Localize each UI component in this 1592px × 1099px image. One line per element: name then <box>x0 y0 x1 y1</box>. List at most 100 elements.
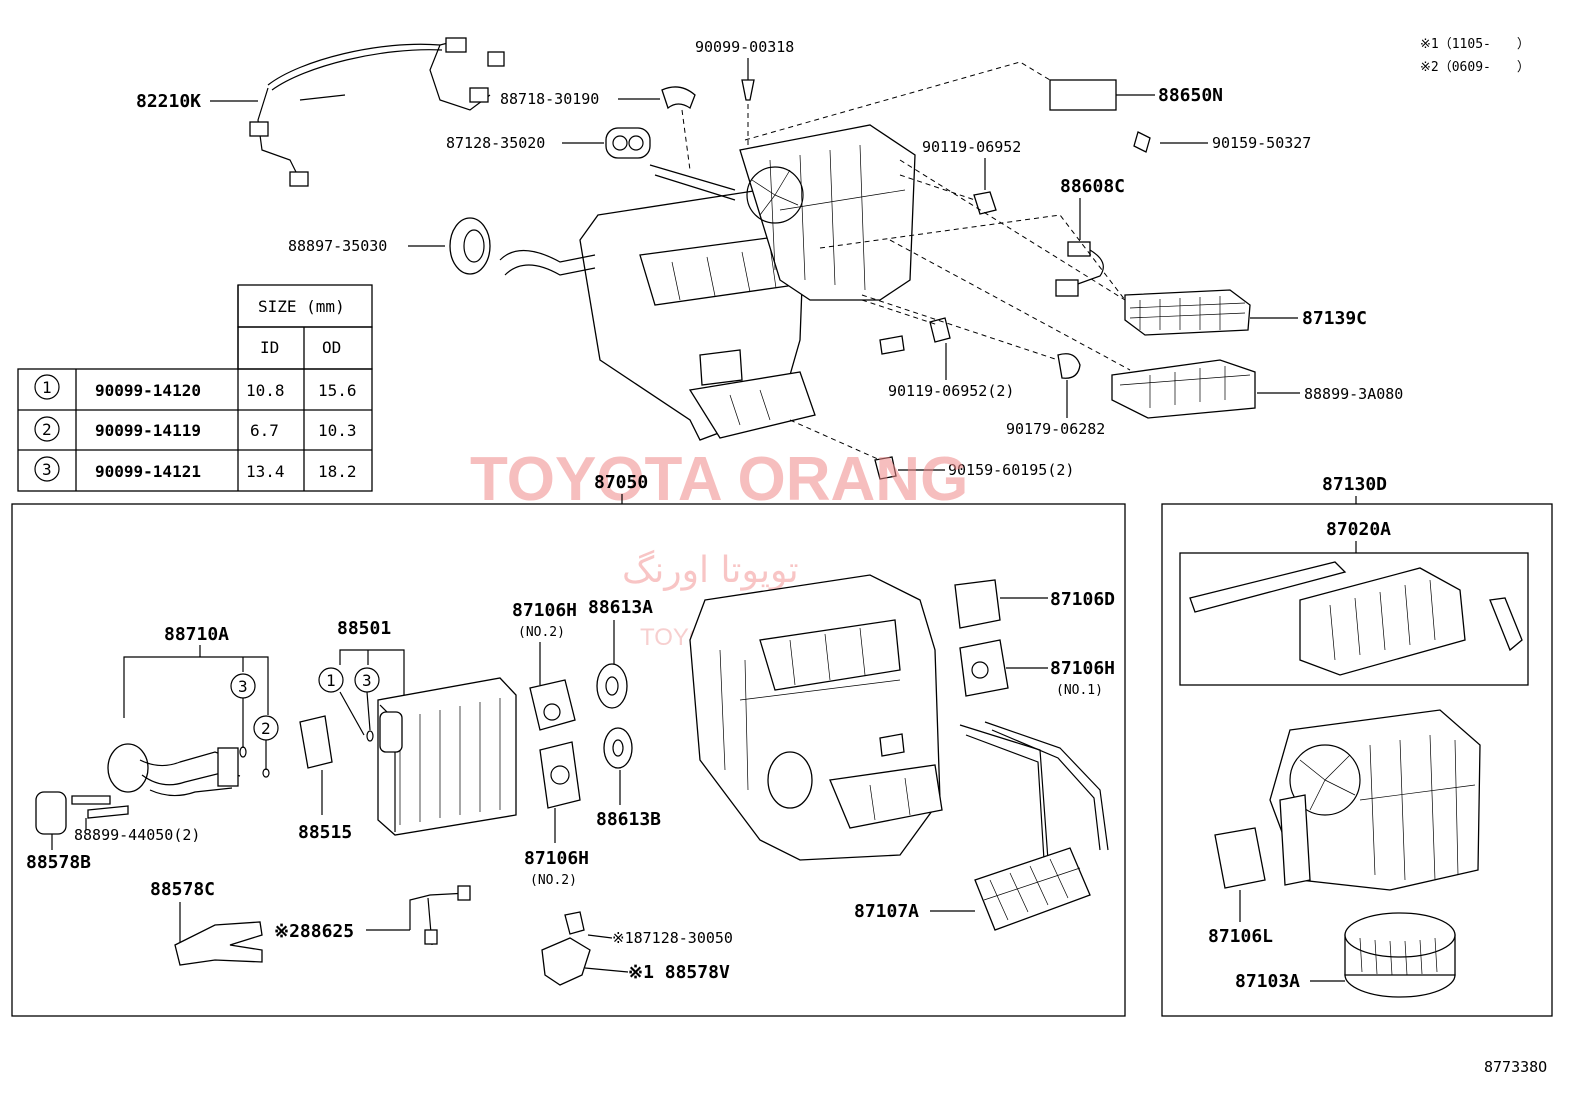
blower-motor-drawing <box>1344 912 1456 998</box>
blower-group-box <box>1161 503 1553 1017</box>
pipe-drawing <box>107 743 241 797</box>
wire-harness-drawing <box>249 37 505 187</box>
part-label-88899-3A080[interactable]: 88899-3A080 <box>1304 385 1403 403</box>
part-label-88608C[interactable]: 88608C <box>1060 176 1125 197</box>
watermark-brand: TOYOTA ORANG <box>470 445 968 514</box>
part-label-90159-60195-2[interactable]: 90159-60195(2) <box>948 461 1074 479</box>
pad-icon <box>541 937 591 986</box>
amplifier-icon <box>1049 79 1117 111</box>
part-label-90119-06952[interactable]: 90119-06952 <box>922 138 1021 156</box>
hvac-case-drawing <box>689 574 943 861</box>
part-label-88718-30190[interactable]: 88718-30190 <box>500 90 599 108</box>
screw-icon-3 <box>874 456 897 480</box>
part-label-90179-06282[interactable]: 90179-06282 <box>1006 420 1105 438</box>
part-label-88578V[interactable]: ※1 88578V <box>628 962 730 983</box>
hvac-unit-drawing <box>499 124 916 441</box>
part-label-87107A[interactable]: 87107A <box>854 901 919 922</box>
bracket-icon <box>409 892 469 946</box>
clamp-icon <box>174 921 263 966</box>
table-row-od: 15.6 <box>318 381 357 400</box>
callout-mark: 2 <box>261 719 271 738</box>
seal-strip-icon <box>1189 561 1347 613</box>
part-label-88625[interactable]: ※288625 <box>274 921 354 942</box>
callout-mark: 1 <box>326 671 336 690</box>
actuator-icon-5 <box>959 639 1009 697</box>
watermark-farsi: تویوتا اورنگ <box>622 549 799 591</box>
table-row-part[interactable]: 90099-14120 <box>95 381 201 400</box>
valve-icon <box>299 715 333 769</box>
part-label-87106H-top-sub: (NO.2) <box>518 625 565 640</box>
table-row-id: 6.7 <box>250 421 279 440</box>
table-row-id: 13.4 <box>246 462 285 481</box>
table-row-part[interactable]: 90099-14119 <box>95 421 201 440</box>
diagram-id: 877338O <box>1484 1058 1547 1076</box>
note-1: ※1（1105- ） <box>1420 37 1530 52</box>
bolt-icon-2 <box>929 317 951 343</box>
part-label-88899-44050-2[interactable]: 88899-44050(2) <box>74 826 200 844</box>
cap-icon <box>35 791 67 835</box>
part-label-88578B[interactable]: 88578B <box>26 852 91 873</box>
bolt-icon-4 <box>87 805 129 819</box>
sensor-icon <box>1067 241 1091 257</box>
part-label-88613B[interactable]: 88613B <box>596 809 661 830</box>
part-label-90099-00318[interactable]: 90099-00318 <box>695 38 794 56</box>
heater-core-drawing <box>959 721 1109 931</box>
actuator-icon-4 <box>954 579 1001 629</box>
nut-icon <box>564 911 585 935</box>
actuator-icon-3 <box>539 741 581 809</box>
part-label-87106H-top[interactable]: 87106H <box>512 600 577 621</box>
part-label-88613A[interactable]: 88613A <box>588 597 653 618</box>
part-label-87103A[interactable]: 87103A <box>1235 971 1300 992</box>
part-label-88650N[interactable]: 88650N <box>1158 85 1223 106</box>
blower-unit-drawing <box>1269 709 1481 891</box>
part-label-90159-50327[interactable]: 90159-50327 <box>1212 134 1311 152</box>
part-label-90119-06952-2[interactable]: 90119-06952(2) <box>888 382 1014 400</box>
part-label-88515[interactable]: 88515 <box>298 822 352 843</box>
cabin-filter-drawing <box>1124 289 1251 336</box>
seal-icon <box>449 217 491 275</box>
table-row-mark: 2 <box>42 420 52 439</box>
blower-case-drawing <box>1299 567 1466 676</box>
part-label-87106H-right-sub: (NO.1) <box>1056 683 1103 698</box>
table-row-id: 10.8 <box>246 381 285 400</box>
damper-icon <box>1057 353 1081 379</box>
callout-mark: 3 <box>238 677 248 696</box>
part-label-88578C[interactable]: 88578C <box>150 879 215 900</box>
main-assembly-box <box>11 503 1126 1017</box>
table-row-mark: 3 <box>42 460 52 479</box>
evaporator-drawing <box>377 677 517 836</box>
part-label-88501[interactable]: 88501 <box>337 618 391 639</box>
part-label-87128-30050[interactable]: ※187128-30050 <box>612 929 733 947</box>
part-label-88710A[interactable]: 88710A <box>164 624 229 645</box>
part-label-87139C[interactable]: 87139C <box>1302 308 1367 329</box>
connector-icon <box>1055 279 1079 297</box>
clip-icon <box>661 86 696 110</box>
actuator-icon <box>1214 827 1266 889</box>
part-label-87020A[interactable]: 87020A <box>1326 519 1391 540</box>
part-label-87106L[interactable]: 87106L <box>1208 926 1273 947</box>
table-row-part[interactable]: 90099-14121 <box>95 462 201 481</box>
filter-case-drawing <box>1111 359 1256 419</box>
screw-icon <box>741 79 755 101</box>
actuator-icon-2 <box>529 679 576 731</box>
part-label-87128-35020[interactable]: 87128-35020 <box>446 134 545 152</box>
part-label-87106D[interactable]: 87106D <box>1050 589 1115 610</box>
case-box <box>1179 552 1529 686</box>
clip-icon-2 <box>1489 597 1523 652</box>
table-col-id: ID <box>260 338 279 357</box>
screw-icon-2 <box>1133 131 1151 153</box>
part-label-87106H-right[interactable]: 87106H <box>1050 658 1115 679</box>
bolt-icon <box>973 191 997 215</box>
part-label-87106H-bottom[interactable]: 87106H <box>524 848 589 869</box>
part-label-88897-35030[interactable]: 88897-35030 <box>288 237 387 255</box>
table-row-od: 10.3 <box>318 421 357 440</box>
table-row-mark: 1 <box>42 378 52 397</box>
bolt-icon-3 <box>71 795 111 805</box>
part-label-87106H-bottom-sub: (NO.2) <box>530 873 577 888</box>
group-label-87130D[interactable]: 87130D <box>1322 474 1387 495</box>
table-row-od: 18.2 <box>318 462 357 481</box>
part-label-82210K[interactable]: 82210K <box>136 91 201 112</box>
gear-icon-2 <box>603 727 633 769</box>
group-label-87050[interactable]: 87050 <box>594 472 648 493</box>
